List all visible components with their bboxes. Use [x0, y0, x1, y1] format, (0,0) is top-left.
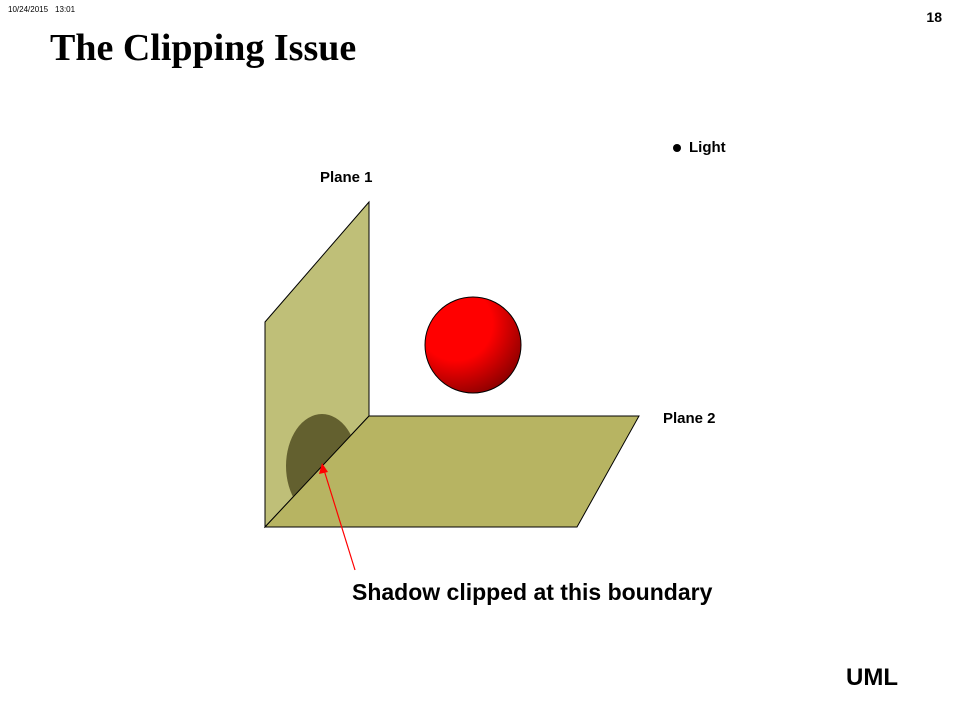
annotation-arrow-line — [323, 469, 356, 571]
light-label: Light — [689, 139, 726, 156]
timestamp: 10/24/2015 13:01 — [8, 5, 82, 14]
page-number: 18 — [926, 9, 942, 25]
plane-2 — [263, 415, 640, 528]
plane-1-label: Plane 1 — [320, 169, 373, 186]
shadow-caption: Shadow clipped at this boundary — [352, 579, 713, 605]
slide-title: The Clipping Issue — [50, 27, 357, 69]
light-point — [673, 144, 681, 152]
plane-2-label: Plane 2 — [663, 410, 716, 427]
timestamp-date: 10/24/2015 — [8, 5, 49, 14]
footer-label: UML — [846, 664, 898, 691]
annotation-arrowhead — [319, 463, 328, 474]
timestamp-time: 13:01 — [55, 5, 76, 14]
red-sphere — [424, 296, 522, 394]
